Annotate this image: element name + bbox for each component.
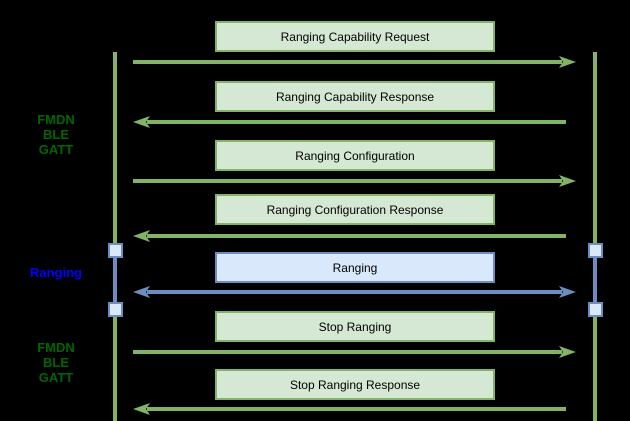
- message-box: Stop Ranging Response: [215, 369, 495, 400]
- message-label: Ranging Configuration Response: [266, 202, 444, 217]
- section-line: Ranging: [30, 265, 82, 280]
- message-arrow-right: [133, 175, 576, 187]
- message-label: Ranging: [332, 260, 378, 275]
- message-box: Ranging: [215, 252, 495, 283]
- message-label: Stop Ranging: [318, 319, 392, 334]
- lifeline-left: [113, 52, 117, 421]
- section-label-ranging: Ranging: [0, 265, 112, 280]
- section-line: GATT: [38, 370, 74, 385]
- message-box: Ranging Configuration Response: [215, 194, 495, 225]
- activation-marker: [108, 243, 123, 258]
- message-box: Ranging Capability Response: [215, 81, 495, 112]
- section-line: BLE: [43, 127, 69, 142]
- message-arrow-left: [133, 230, 566, 242]
- activation-marker: [588, 243, 603, 258]
- section-line: BLE: [43, 355, 69, 370]
- message-box: Ranging Configuration: [215, 140, 495, 171]
- ranging-activation-bar-left: [113, 255, 117, 305]
- activation-marker: [588, 302, 603, 317]
- activation-marker: [108, 302, 123, 317]
- message-label: Ranging Capability Response: [275, 89, 435, 104]
- message-label: Ranging Capability Request: [280, 29, 430, 44]
- message-label: Stop Ranging Response: [289, 377, 421, 392]
- message-box: Stop Ranging: [215, 311, 495, 342]
- section-label-fmdn-ble-gatt-top: FMDN BLE GATT: [0, 112, 112, 157]
- message-arrow-left: [133, 403, 566, 415]
- message-arrow-bidirectional: [133, 286, 576, 298]
- message-arrow-right: [133, 56, 576, 68]
- lifeline-right: [593, 52, 597, 421]
- section-line: FMDN: [37, 112, 75, 127]
- section-line: GATT: [38, 142, 74, 157]
- message-box: Ranging Capability Request: [215, 21, 495, 52]
- message-arrow-left: [133, 116, 566, 128]
- section-label-fmdn-ble-gatt-bottom: FMDN BLE GATT: [0, 340, 112, 385]
- ranging-activation-bar-right: [593, 255, 597, 305]
- message-label: Ranging Configuration: [295, 148, 415, 163]
- section-line: FMDN: [37, 340, 75, 355]
- message-arrow-right: [133, 346, 576, 358]
